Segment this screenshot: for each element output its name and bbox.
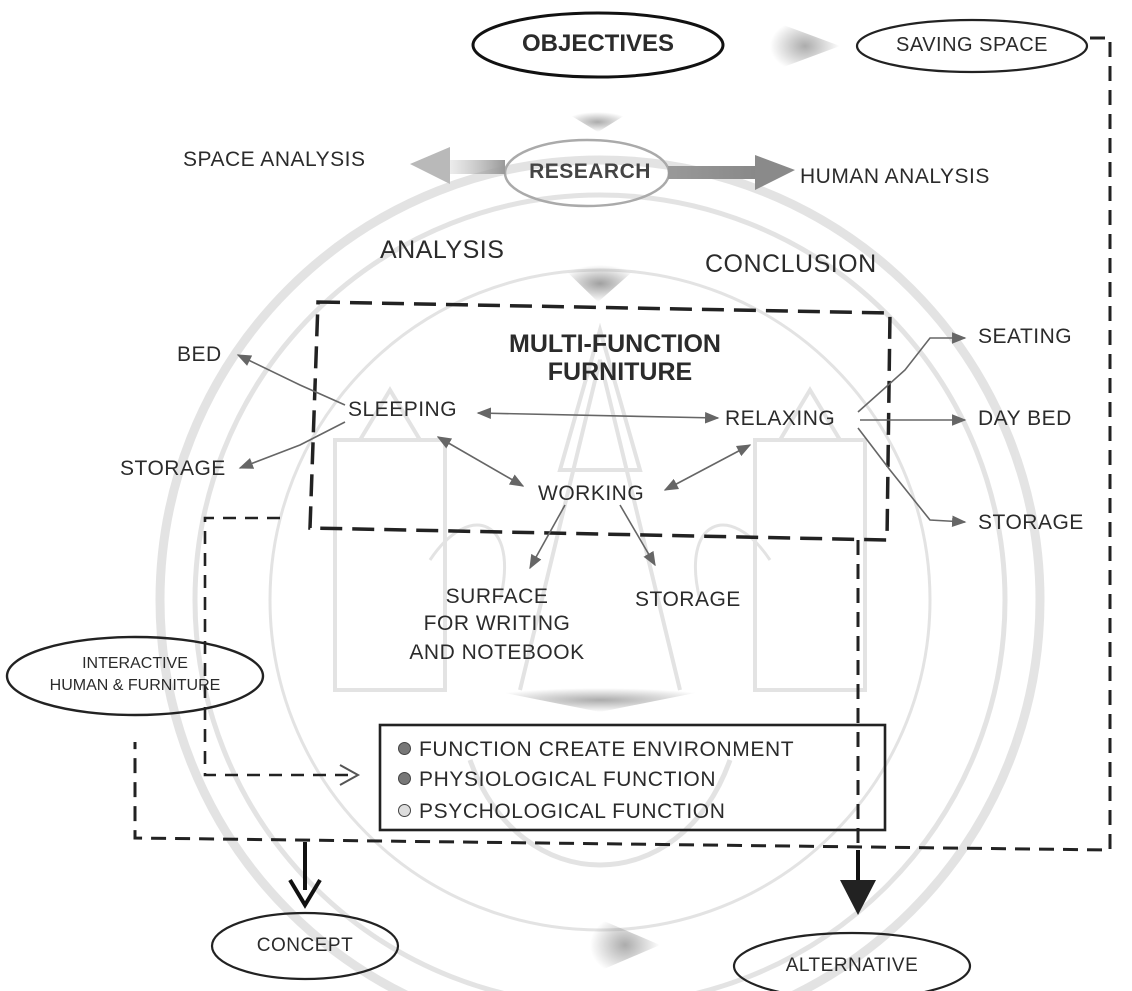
interactive-line2: HUMAN & FURNITURE	[49, 677, 221, 694]
day-bed-label: DAY BED	[978, 407, 1072, 430]
conclusion-label: CONCLUSION	[705, 250, 877, 278]
surface-line1: SURFACE	[445, 585, 549, 608]
analysis-label: ANALYSIS	[380, 236, 505, 264]
outer-feedback-loop	[133, 36, 1112, 852]
space-analysis-label: SPACE ANALYSIS	[183, 148, 366, 171]
research-label: RESEARCH	[529, 160, 651, 183]
surface-line3: AND NOTEBOOK	[409, 641, 585, 664]
interactive-line1: INTERACTIVE	[82, 655, 188, 672]
saving-space-label: SAVING SPACE	[896, 34, 1048, 56]
saving-space-ellipse	[855, 18, 1089, 74]
seating-label: SEATING	[978, 325, 1073, 348]
alternative-ellipse	[732, 931, 972, 991]
concept-ellipse	[210, 911, 400, 981]
working-label: WORKING	[538, 482, 645, 505]
research-shafts	[410, 147, 795, 190]
function-box	[378, 723, 887, 832]
surface-line2: FOR WRITING	[423, 612, 571, 635]
function-item: PSYCHOLOGICAL FUNCTION	[398, 800, 725, 824]
core-title-line1: MULTI-FUNCTION	[509, 330, 721, 358]
bed-label: BED	[177, 343, 222, 366]
sleeping-label: SLEEPING	[348, 398, 458, 421]
human-analysis-label: HUMAN ANALYSIS	[800, 165, 990, 188]
outcome-arrows	[288, 842, 876, 915]
working-storage-label: STORAGE	[635, 588, 741, 611]
objectives-ellipse	[471, 11, 725, 79]
bullet-icon	[398, 741, 411, 755]
alternative-label: ALTERNATIVE	[785, 955, 919, 976]
concept-label: CONCEPT	[256, 935, 354, 956]
watermark-seal	[155, 155, 1045, 991]
core-arrows	[236, 332, 967, 570]
spray-arrows	[480, 20, 840, 975]
interactive-ellipse	[5, 635, 265, 717]
relaxing-label: RELAXING	[725, 407, 836, 430]
feed-arrowhead	[339, 764, 361, 786]
bullet-icon	[398, 771, 411, 785]
sleeping-storage-label: STORAGE	[120, 457, 226, 480]
core-title-line2: FURNITURE	[547, 358, 693, 386]
objectives-label: OBJECTIVES	[521, 30, 675, 57]
function-item: FUNCTION CREATE ENVIRONMENT	[398, 738, 794, 762]
bullet-icon	[398, 803, 411, 817]
function-item: PHYSIOLOGICAL FUNCTION	[398, 768, 716, 792]
relaxing-storage-label: STORAGE	[978, 511, 1084, 534]
left-dashed-feed	[203, 516, 350, 777]
core-dashed-box	[308, 300, 892, 542]
